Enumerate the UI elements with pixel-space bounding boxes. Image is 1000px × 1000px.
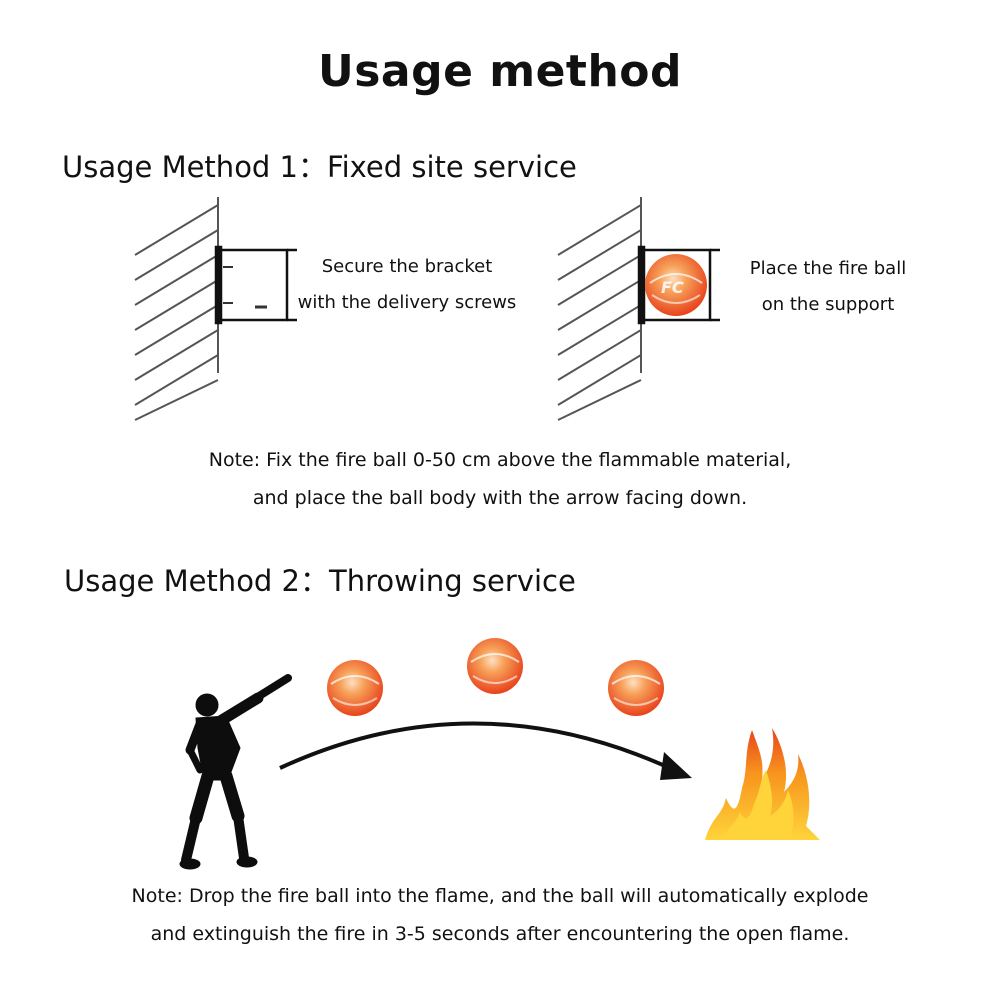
flame-icon — [705, 728, 820, 840]
fire-ball-icon — [467, 638, 523, 694]
method1-note-line-1: Note: Fix the fire ball 0-50 cm above th… — [208, 449, 792, 471]
fire-ball-icon: FC — [645, 254, 707, 316]
thrower-silhouette-icon — [179, 674, 292, 870]
bracket-icon — [214, 245, 297, 325]
page-title: Usage method — [317, 46, 683, 97]
fire-ball-icon — [327, 660, 383, 716]
step1-line-2: with the delivery screws — [297, 292, 517, 313]
screw-icon — [223, 266, 267, 309]
method2-note: Note: Drop the fire ball into the flame,… — [80, 877, 920, 953]
method1-heading: Usage Method 1：Fixed site service — [62, 150, 577, 184]
step1-line-1: Secure the bracket — [321, 256, 493, 277]
method1-note-line-2: and place the ball body with the arrow f… — [252, 487, 748, 509]
wall-ball-figure: FC — [557, 197, 720, 421]
wall-bracket-figure — [134, 197, 297, 421]
svg-text:FC: FC — [661, 278, 684, 297]
step1-caption: Secure the bracket with the delivery scr… — [292, 249, 522, 321]
throwing-scene — [179, 638, 820, 870]
wall-hatch-icon — [134, 197, 219, 421]
method2-note-line-2: and extinguish the fire in 3-5 seconds a… — [150, 923, 850, 945]
step2-caption: Place the fire ball on the support — [728, 251, 928, 323]
wall-hatch-icon — [557, 197, 642, 421]
step2-line-2: on the support — [761, 294, 895, 315]
method2-note-line-1: Note: Drop the fire ball into the flame,… — [131, 885, 869, 907]
fire-ball-icon — [608, 660, 664, 716]
method1-note: Note: Fix the fire ball 0-50 cm above th… — [200, 441, 800, 517]
step2-line-1: Place the fire ball — [749, 258, 907, 279]
arc-arrow-icon — [279, 721, 692, 780]
method2-heading: Usage Method 2：Throwing service — [64, 564, 576, 598]
bracket-icon — [637, 245, 720, 325]
